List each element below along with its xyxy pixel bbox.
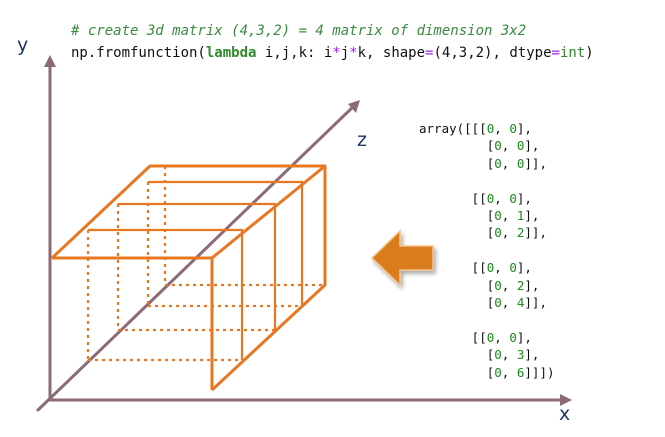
array-separator: , [501,347,517,363]
code-params: i,j,k: i [256,45,333,61]
cube-front-face [52,256,214,390]
array-separator: , [494,121,510,136]
array-bracket: [ [419,225,495,241]
array-value: 0 [494,225,502,241]
array-value: 0 [494,364,502,380]
array-separator: , [501,364,517,380]
code-var: k, shape [357,45,426,61]
array-value: 0 [486,121,495,136]
z-axis-arrowhead [348,100,360,113]
axis-arrowheads [44,55,572,406]
code-op: * [349,45,358,61]
array-bracket: [ [419,347,495,363]
array-separator: , [501,155,517,171]
array-value: 0 [509,329,517,345]
array-bracket: ], [516,190,532,206]
array-bracket: [[ [419,260,487,276]
array-separator: , [494,329,510,345]
code-op: * [332,45,341,61]
array-value: 0 [516,155,525,171]
cube-top-face [50,164,327,260]
array-bracket: [ [419,295,495,311]
slice-3 [148,180,304,306]
array-value: 6 [516,364,525,380]
array-bracket: ], [524,277,540,293]
array-separator: , [501,208,517,224]
array-bracket: ], [516,329,532,345]
code-shape-value: (4,3,2) [433,45,493,61]
array-separator: , [494,190,510,206]
x-axis-arrowhead [560,394,572,406]
slice-1 [88,228,244,360]
array-value: 0 [486,190,495,206]
code-var: , dtype [492,45,552,61]
array-bracket: ]], [524,225,547,241]
array-bracket: ], [516,121,532,136]
array-value: 0 [486,329,495,345]
array-value: 3 [516,347,525,363]
array-value: 0 [509,190,517,206]
array-value: 0 [494,208,502,224]
array-bracket: [ [419,277,495,293]
array-value: 0 [516,138,525,154]
array-value: 0 [494,347,502,363]
array-value: 2 [516,225,525,241]
cube-right-face [210,166,327,392]
z-axis-label: z [357,129,367,151]
array-separator: , [501,277,517,293]
array-bracket: ]], [524,295,547,311]
array-bracket: [ [419,364,495,380]
array-separator: , [501,225,517,241]
array-output: array([[[0, 0], [0, 0], [0, 0]], [[0, 0]… [419,120,555,381]
array-value: 4 [516,295,525,311]
code-comment: # create 3d matrix (4,3,2) = 4 matrix of… [71,23,527,39]
array-bracket: ], [516,260,532,276]
array-bracket: [[ [419,329,487,345]
array-value: 1 [516,208,525,224]
array-value: 2 [516,277,525,293]
array-value: 0 [509,260,517,276]
array-value: 0 [494,295,502,311]
code-dtype-value: int [559,45,586,61]
code-snippet: # create 3d matrix (4,3,2) = 4 matrix of… [71,20,594,64]
code-call: np.fromfunction( [71,45,206,61]
array-value: 0 [494,155,502,171]
array-bracket: [ [419,155,495,171]
y-axis-arrowhead [44,55,56,67]
array-bracket: ], [524,138,540,154]
array-value: 0 [494,138,502,154]
array-bracket: [ [419,208,495,224]
array-bracket: ], [524,208,540,224]
slice-2 [118,202,277,330]
array-bracket: [[ [419,190,487,206]
array-bracket: [ [419,138,495,154]
code-line: np.fromfunction(lambda i,j,k: i*j*k, sha… [71,45,594,61]
code-op: = [551,45,560,61]
left-arrow-icon [370,229,434,287]
x-axis-label: x [559,403,571,425]
cube-slices [88,180,304,360]
array-separator: , [501,138,517,154]
array-value: 0 [494,277,502,293]
array-separator: , [501,295,517,311]
array-value: 0 [509,121,517,136]
array-value: 0 [486,260,495,276]
code-op: = [425,45,434,61]
y-axis-label: y [17,34,29,56]
array-bracket: array([[[ [419,121,487,136]
array-bracket: ]], [524,155,547,171]
code-keyword: lambda [205,45,257,61]
array-bracket: ], [524,347,540,363]
cube-hidden-lines [86,166,325,362]
cube-3d [50,164,327,392]
array-separator: , [494,260,510,276]
code-var: j [340,45,350,61]
array-bracket: ]]]) [524,364,555,380]
code-close-paren: ) [585,45,594,61]
